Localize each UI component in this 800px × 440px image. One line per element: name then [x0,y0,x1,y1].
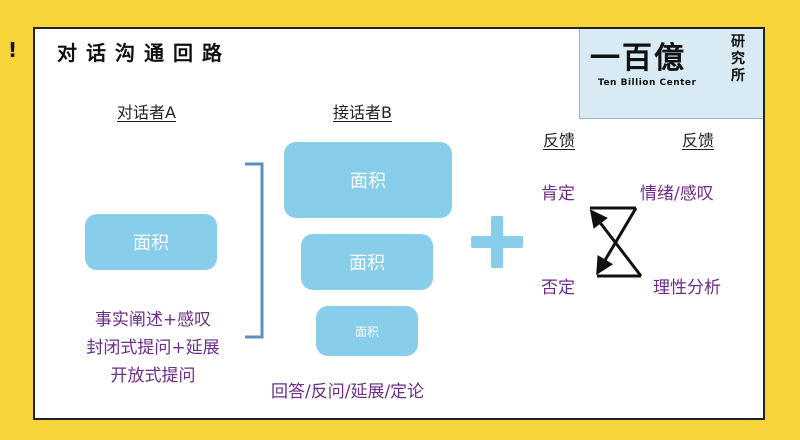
feedback-heading-right: 反馈 [682,131,715,150]
speaker-a-line: 开放式提问 [110,366,196,386]
speaker-b-box-medium: 面积 [301,234,433,290]
feedback-negative: 否定 [541,278,575,298]
arrow-to-negative [596,207,638,276]
slide-title: 对话沟通回路 [57,41,231,65]
speaker-a-line: 事实阐述+感叹 [94,310,212,330]
speaker-a-description: 事实阐述+感叹 封闭式提问+延展 开放式提问 [55,306,251,390]
feedback-emotion: 情绪/感叹 [640,184,714,204]
connector-graphics [245,162,643,339]
feedback-positive: 肯定 [541,184,575,204]
speaker-a-line: 封闭式提问+延展 [86,338,220,358]
speaker-b-box-small: 面积 [316,306,418,356]
speaker-b-box-large: 面积 [284,142,452,218]
speaker-a-heading: 对话者A [117,103,176,122]
plus-sign-vertical [491,216,503,268]
logo-side-char: 所 [731,68,745,84]
feedback-rational: 理性分析 [653,278,721,298]
slide-mark: ! [8,38,18,62]
logo-side-char: 究 [731,51,745,67]
feedback-heading-left: 反馈 [543,131,576,150]
bracket [245,162,264,339]
speaker-b-caption: 回答/反问/延展/定论 [271,382,425,402]
logo-side-text: 研 究 所 [730,34,746,85]
logo: 一百億 Ten Billion Center 研 究 所 [579,29,763,119]
speaker-b-heading: 接话者B [333,103,392,122]
slide-panel: 对话沟通回路 一百億 Ten Billion Center 研 究 所 对话者A… [33,27,765,420]
logo-subtitle: Ten Billion Center [598,78,697,88]
arrow-to-positive [589,209,643,277]
speaker-a-box: 面积 [85,214,217,270]
logo-side-char: 研 [731,34,745,50]
logo-main-text: 一百億 [590,41,686,76]
